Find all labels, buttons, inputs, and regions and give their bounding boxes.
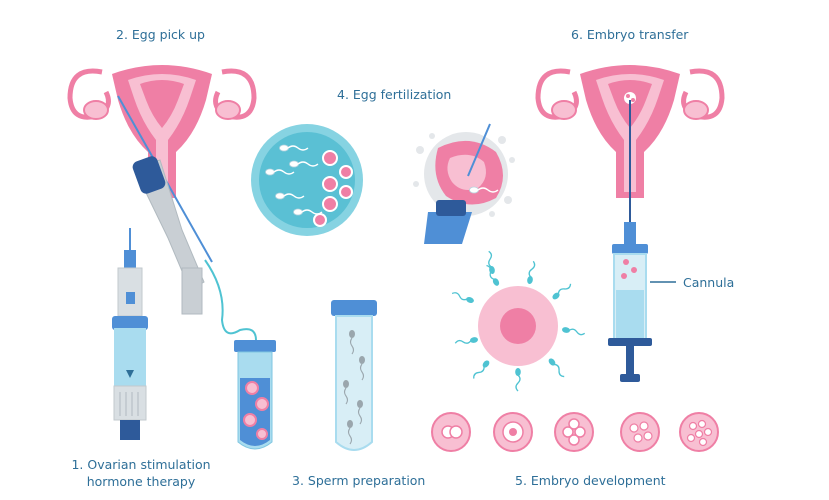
label-step-5: 5. Embryo development bbox=[515, 472, 666, 489]
label-step-1: 1. Ovarian stimulation hormone therapy bbox=[56, 456, 226, 490]
embryo-stages-icon bbox=[432, 413, 718, 451]
petri-dish-icon bbox=[251, 124, 363, 236]
label-cannula: Cannula bbox=[683, 274, 734, 291]
sperm-tube-icon bbox=[331, 300, 377, 450]
label-step-1-line-2: hormone therapy bbox=[56, 473, 226, 490]
label-step-4: 4. Egg fertilization bbox=[337, 86, 451, 103]
label-step-1-line-1: 1. Ovarian stimulation bbox=[56, 456, 226, 473]
label-step-6: 6. Embryo transfer bbox=[571, 26, 688, 43]
egg-tube-icon bbox=[234, 340, 276, 449]
syringe-pen-icon bbox=[112, 228, 148, 440]
egg-injection-icon bbox=[413, 124, 515, 244]
label-step-2: 2. Egg pick up bbox=[116, 26, 205, 43]
egg-sperm-icon bbox=[451, 251, 585, 391]
label-step-3: 3. Sperm preparation bbox=[292, 472, 425, 489]
